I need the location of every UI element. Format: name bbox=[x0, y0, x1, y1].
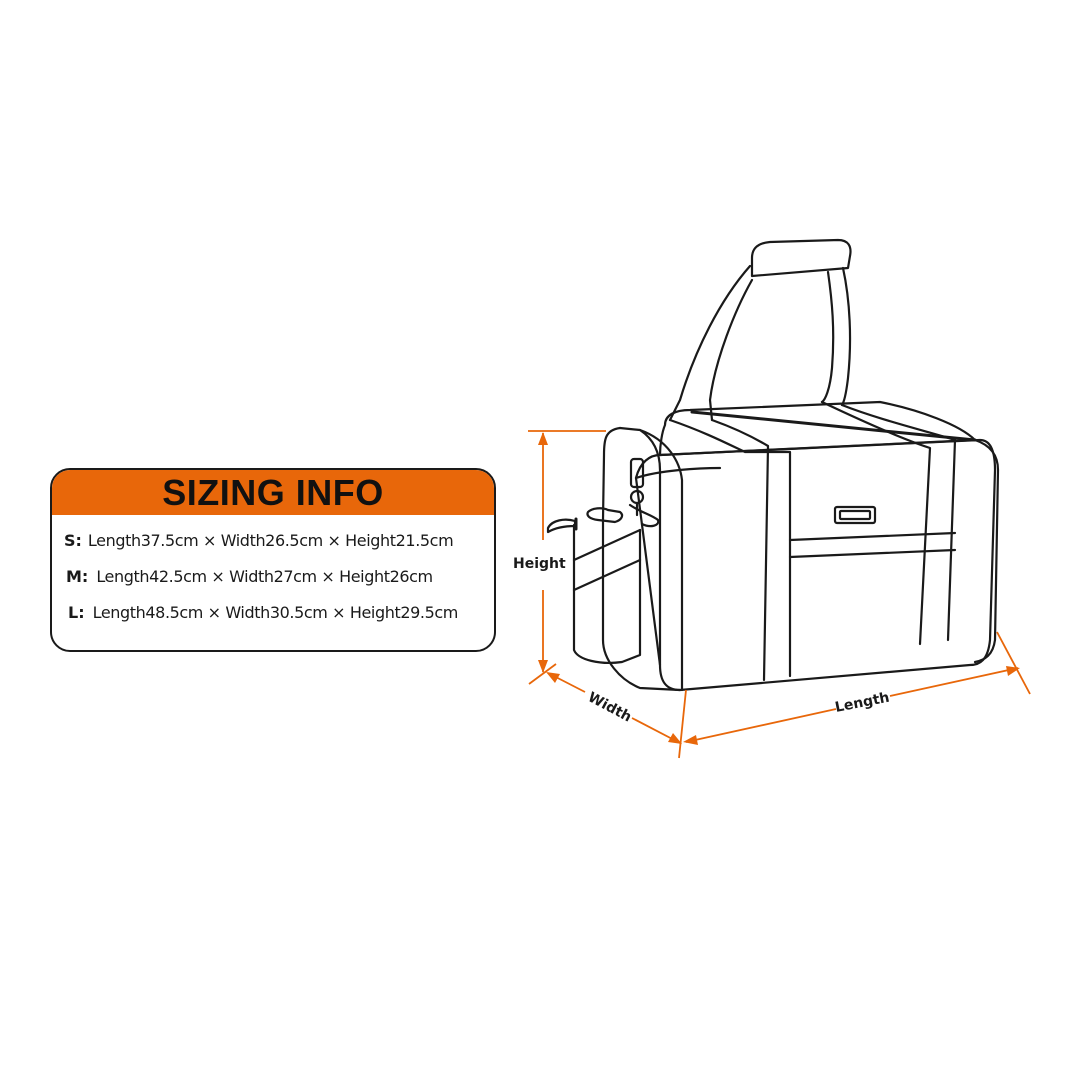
size-value: Length42.5cm × Width27cm × Height26cm bbox=[96, 567, 433, 586]
size-label: S: bbox=[64, 531, 82, 550]
sizing-header: SIZING INFO bbox=[52, 470, 494, 515]
sizing-rows: S: Length37.5cm × Width26.5cm × Height21… bbox=[52, 515, 494, 639]
size-label: M: bbox=[66, 567, 89, 586]
sizing-info-panel: SIZING INFO S: Length37.5cm × Width26.5c… bbox=[50, 468, 496, 652]
bag-outline-icon bbox=[546, 238, 1000, 692]
size-row-l: L: Length48.5cm × Width30.5cm × Height29… bbox=[52, 603, 494, 639]
sizing-title: SIZING INFO bbox=[162, 471, 384, 513]
dimension-lines bbox=[528, 430, 1031, 759]
height-label: Height bbox=[513, 556, 566, 572]
size-row-s: S: Length37.5cm × Width26.5cm × Height21… bbox=[52, 531, 494, 567]
size-value: Length37.5cm × Width26.5cm × Height21.5c… bbox=[87, 531, 454, 550]
size-value: Length48.5cm × Width30.5cm × Height29.5c… bbox=[92, 603, 459, 622]
size-label: L: bbox=[68, 603, 85, 622]
length-label: Length bbox=[834, 690, 891, 716]
width-label: Width bbox=[585, 689, 634, 725]
size-row-m: M: Length42.5cm × Width27cm × Height26cm bbox=[52, 567, 494, 603]
